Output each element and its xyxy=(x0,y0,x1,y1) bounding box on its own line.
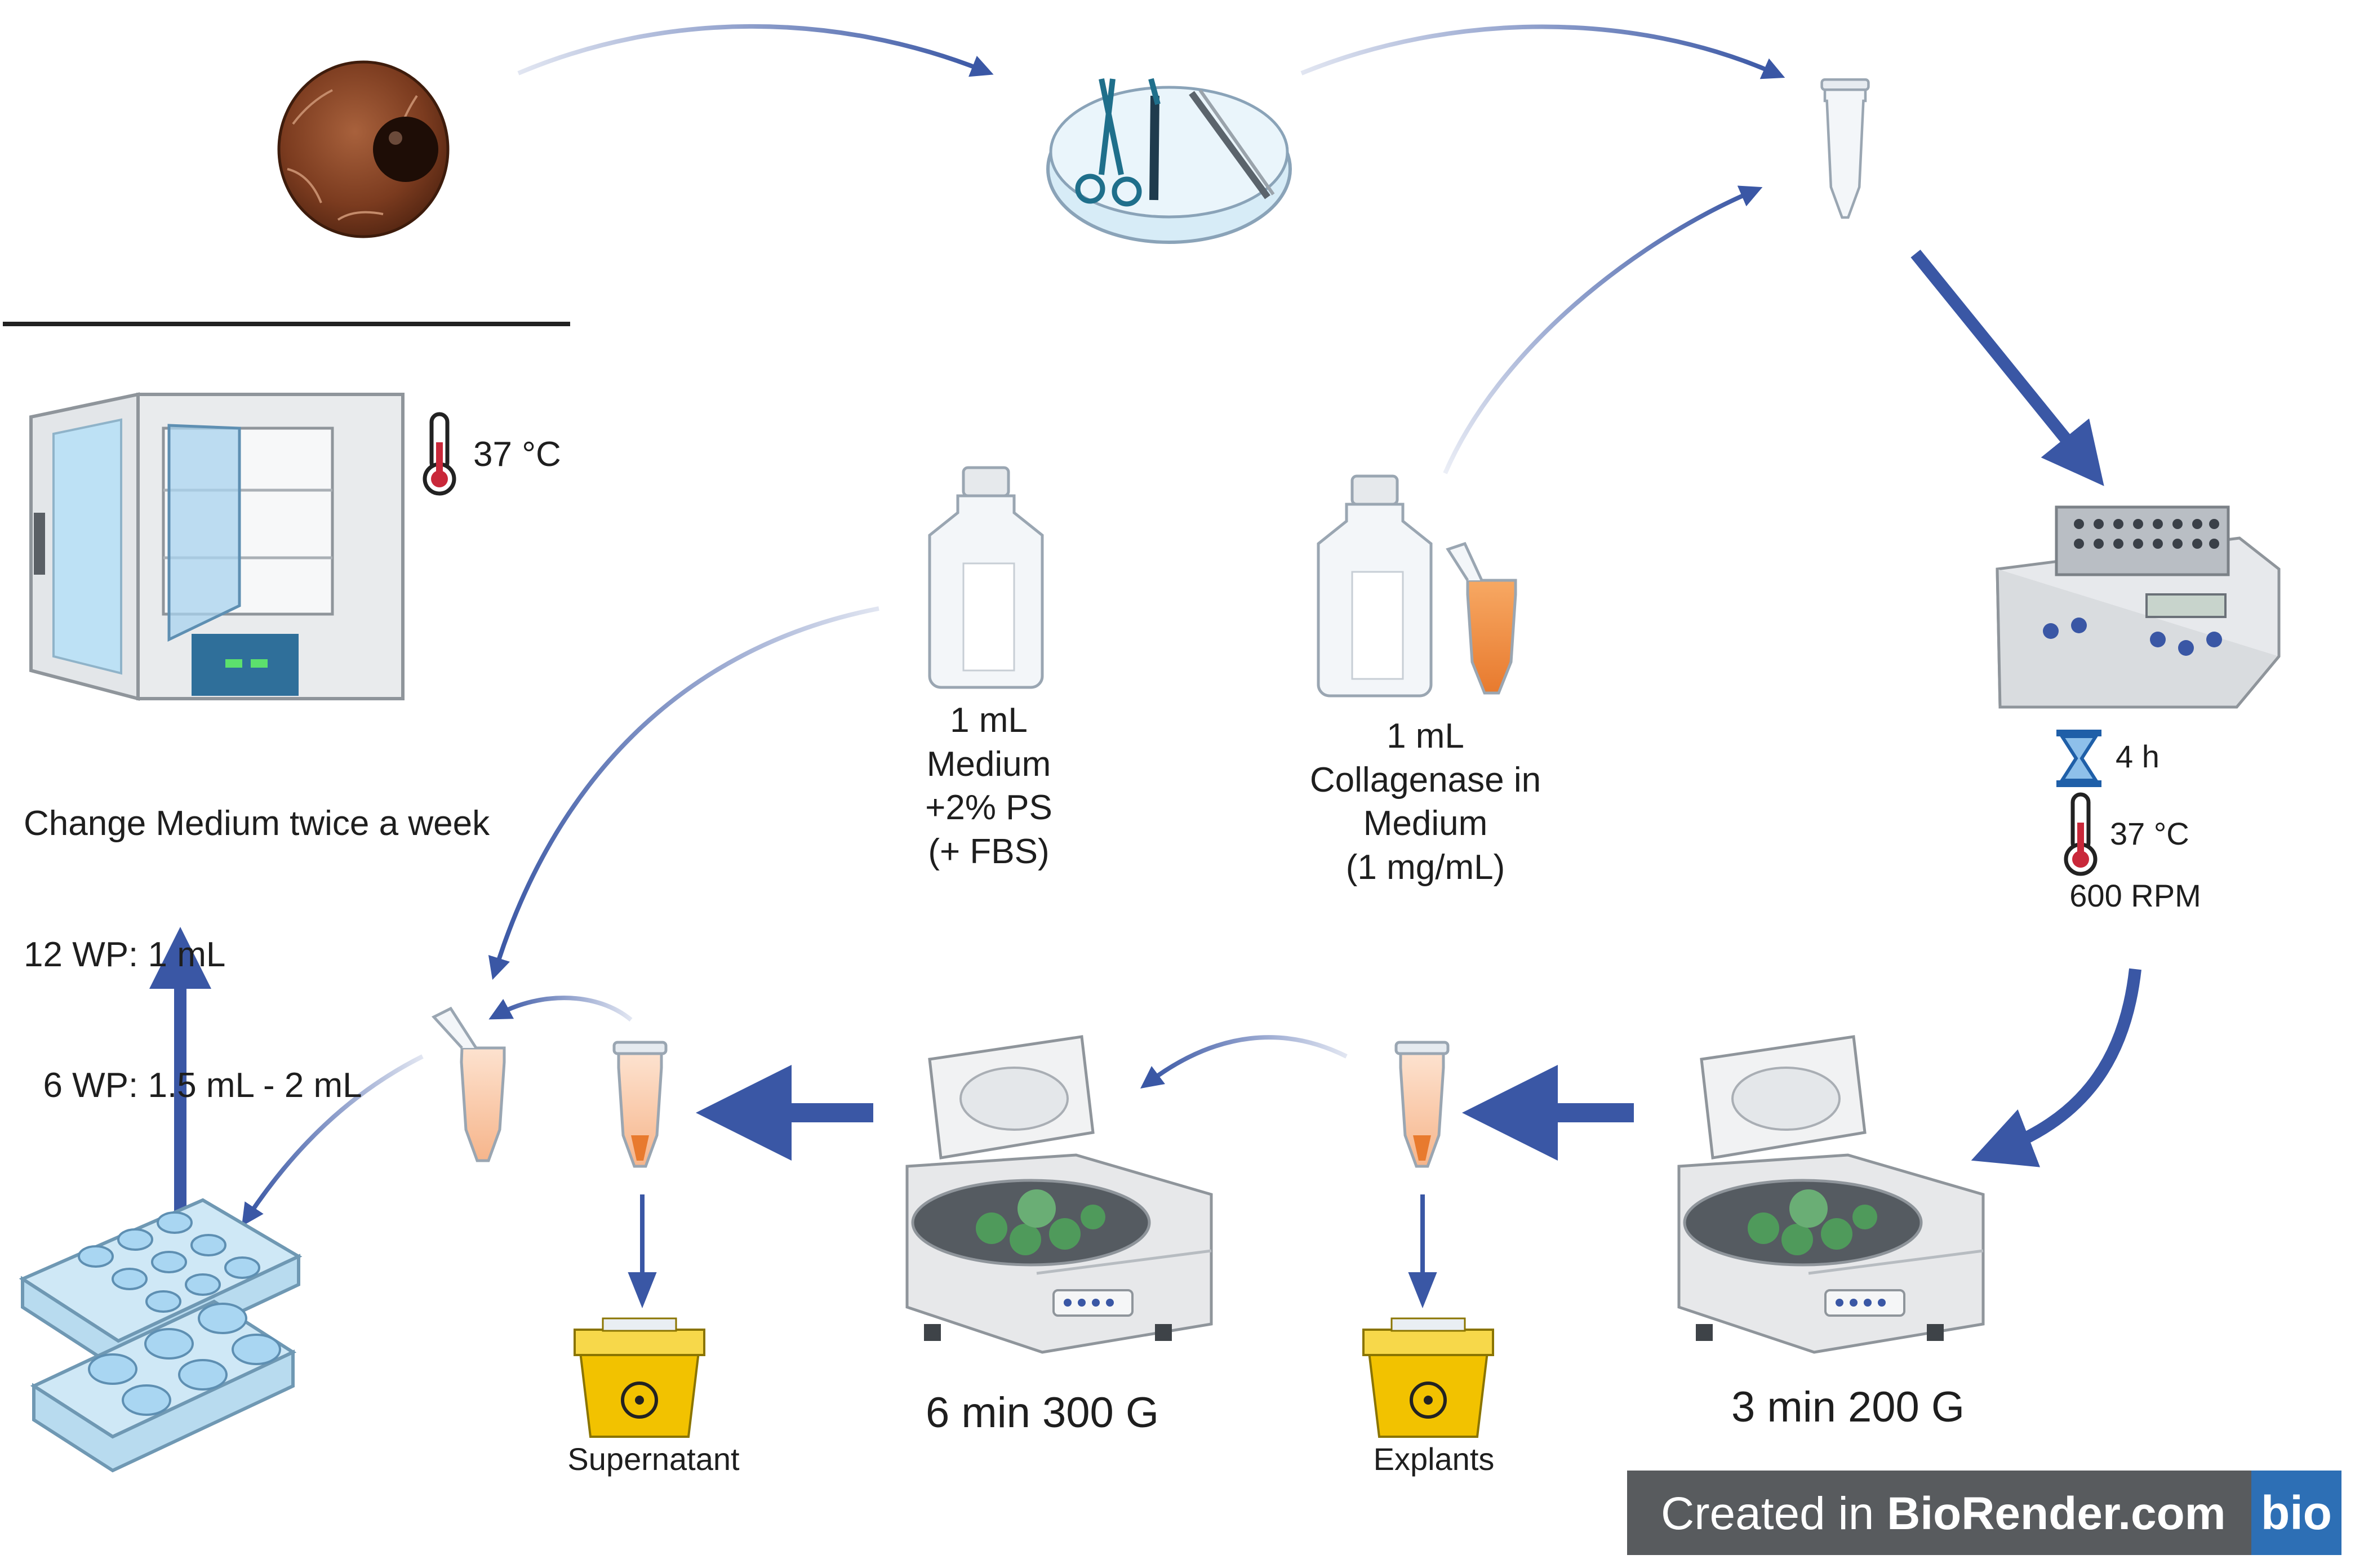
biohazard-bin-icon xyxy=(575,1318,704,1437)
tube-icon xyxy=(612,1041,668,1168)
collagenase-label: 1 mL Collagenase in Medium (1 mg/mL) xyxy=(1279,714,1572,889)
collagenase-line: 1 mL xyxy=(1387,717,1464,756)
bottle-icon xyxy=(1318,476,1431,696)
badge-prefix: Created in xyxy=(1661,1488,1887,1539)
eye-icon xyxy=(277,60,450,238)
arrows xyxy=(149,24,2141,1308)
medium-instructions-line: 12 WP: 1 mL xyxy=(24,935,226,974)
shaker-time-label: 4 h xyxy=(2116,739,2160,774)
medium-instructions-line: 6 WP: 1.5 mL - 2 mL xyxy=(24,1066,362,1105)
biorender-badge[interactable]: Created in BioRender.com bio xyxy=(1627,1471,2341,1555)
supernatant-label: Supernatant xyxy=(567,1441,740,1477)
medium-bottle-label: 1 mL Medium +2% PS (+ FBS) xyxy=(876,699,1101,873)
tube-icon xyxy=(431,1006,506,1162)
centrifuge-icon xyxy=(1679,1037,1983,1352)
incubator-temp-label: 37 °C xyxy=(473,435,561,474)
hourglass-icon xyxy=(2056,730,2101,787)
medium-bottle-line: Medium xyxy=(926,744,1051,784)
medium-bottle-line: 1 mL xyxy=(950,701,1028,740)
shaker-speed-label: 600 RPM xyxy=(2069,878,2201,913)
thermo-shaker-icon xyxy=(1996,505,2281,709)
biohazard-bin-icon xyxy=(1363,1318,1493,1437)
medium-instructions-line: Change Medium twice a week xyxy=(24,804,490,843)
shaker-temp-label: 37 °C xyxy=(2110,816,2189,851)
badge-text: Created in BioRender.com xyxy=(1661,1487,2226,1540)
biorender-logo-icon: bio xyxy=(2251,1471,2341,1555)
petri-dish-with-tools-icon xyxy=(1046,78,1292,244)
collagenase-line: Collagenase in xyxy=(1309,760,1541,799)
medium-bottle-line: (+ FBS) xyxy=(928,832,1050,871)
tube-icon xyxy=(1822,79,1869,217)
centrifuge-icon xyxy=(907,1037,1211,1352)
tube-icon xyxy=(1446,541,1517,695)
collagenase-line: (1 mg/mL) xyxy=(1345,847,1505,887)
thermometer-icon xyxy=(2066,794,2095,874)
bottle-icon xyxy=(930,468,1042,687)
well-plate-icon xyxy=(19,1198,303,1473)
centrifuge-2-label: 6 min 300 G xyxy=(926,1389,1159,1437)
incubator-icon xyxy=(29,392,405,701)
thermometer-icon xyxy=(425,414,454,494)
centrifuge-1-label: 3 min 200 G xyxy=(1731,1383,1965,1431)
medium-bottle-line: +2% PS xyxy=(925,788,1052,827)
tube-icon xyxy=(1394,1041,1450,1168)
medium-instructions: Change Medium twice a week 12 WP: 1 mL 6… xyxy=(24,714,490,1151)
collagenase-line: Medium xyxy=(1363,804,1488,843)
badge-brand: BioRender.com xyxy=(1887,1488,2226,1539)
explants-label: Explants xyxy=(1373,1441,1495,1477)
